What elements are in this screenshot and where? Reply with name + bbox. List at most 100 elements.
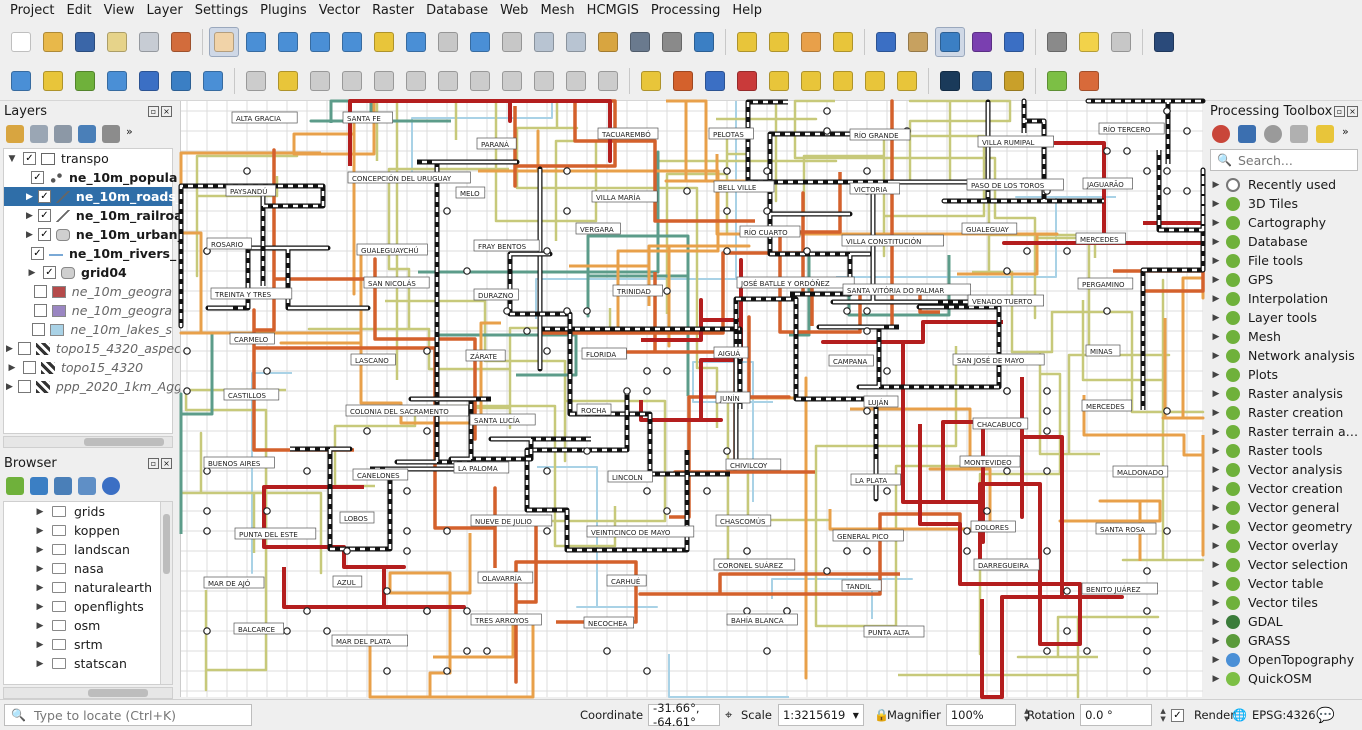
mouse-coordinate-toggle-icon[interactable]: ⌖ xyxy=(725,707,733,723)
processing-search-input[interactable]: 🔍 Search... xyxy=(1210,149,1358,171)
menu-vector[interactable]: Vector xyxy=(318,3,361,18)
processing-provider-item[interactable]: ▶File tools xyxy=(1210,251,1362,270)
browser-folder-item[interactable]: ▶openflights xyxy=(4,597,172,616)
paste-button[interactable] xyxy=(529,66,559,96)
expand-closed-icon[interactable]: ▶ xyxy=(36,601,44,612)
menu-help[interactable]: Help xyxy=(732,3,762,18)
expand-closed-icon[interactable]: ▶ xyxy=(28,267,36,278)
undo-button[interactable] xyxy=(561,66,591,96)
zoom-out-button[interactable] xyxy=(305,27,335,57)
expand-closed-icon[interactable]: ▶ xyxy=(6,381,13,392)
digitize-line-button[interactable] xyxy=(337,66,367,96)
delete-selected-button[interactable] xyxy=(433,66,463,96)
expand-closed-icon[interactable]: ▶ xyxy=(1212,654,1220,665)
expand-closed-icon[interactable]: ▶ xyxy=(1212,293,1220,304)
expand-closed-icon[interactable]: ▶ xyxy=(1212,616,1220,627)
menu-processing[interactable]: Processing xyxy=(650,3,721,18)
locator-input[interactable]: 🔍 Type to locate (Ctrl+K) xyxy=(4,704,252,726)
open-project-button[interactable] xyxy=(38,27,68,57)
layer-visibility-checkbox[interactable] xyxy=(23,361,36,374)
temporal-clock-button[interactable] xyxy=(657,27,687,57)
attribute-table-button[interactable] xyxy=(903,27,933,57)
decorations-button[interactable] xyxy=(1106,27,1136,57)
processing-provider-item[interactable]: ▶Network analysis xyxy=(1210,346,1362,365)
close-panel-button[interactable]: × xyxy=(161,105,172,117)
expand-closed-icon[interactable]: ▶ xyxy=(1212,407,1220,418)
expand-closed-icon[interactable]: ▶ xyxy=(36,639,44,650)
expand-closed-icon[interactable]: ▶ xyxy=(1212,445,1220,456)
map-tips-button[interactable] xyxy=(1074,27,1104,57)
layer-visibility-checkbox[interactable]: ✓ xyxy=(43,266,56,279)
float-panel-button[interactable]: ▫ xyxy=(148,105,159,117)
collapse-all-icon[interactable] xyxy=(78,477,96,495)
more-chevron-icon[interactable]: » xyxy=(126,125,133,138)
info-icon[interactable] xyxy=(102,477,120,495)
expand-closed-icon[interactable]: ▶ xyxy=(1212,578,1220,589)
expand-closed-icon[interactable]: ▶ xyxy=(1212,521,1220,532)
menu-layer[interactable]: Layer xyxy=(146,3,183,18)
layer-item[interactable]: ▶✓grid04 xyxy=(4,263,172,282)
processing-provider-item[interactable]: ▶Recently used xyxy=(1210,175,1362,194)
quickosm-plugin-button[interactable] xyxy=(1042,66,1072,96)
expand-closed-icon[interactable]: ▶ xyxy=(1212,236,1220,247)
toggle-editing-pencil-button[interactable] xyxy=(273,66,303,96)
expand-closed-icon[interactable]: ▶ xyxy=(26,191,33,202)
digitize-button[interactable] xyxy=(102,66,132,96)
layer-visibility-checkbox[interactable] xyxy=(33,285,47,298)
edit-features-icon[interactable] xyxy=(1316,125,1334,143)
expand-closed-icon[interactable]: ▶ xyxy=(1212,388,1220,399)
expand-closed-icon[interactable]: ▶ xyxy=(1212,217,1220,228)
style-manager-button[interactable] xyxy=(166,27,196,57)
expand-closed-icon[interactable]: ▶ xyxy=(1212,540,1220,551)
deselect-button[interactable] xyxy=(796,27,826,57)
visibility-eye-icon[interactable] xyxy=(54,125,72,143)
expand-closed-icon[interactable]: ▶ xyxy=(1212,483,1220,494)
style-layer-icon[interactable] xyxy=(6,125,24,143)
browser-folder-item[interactable]: ▶grids xyxy=(4,502,172,521)
menu-edit[interactable]: Edit xyxy=(66,3,92,18)
lock-scale-icon[interactable]: 🔒 xyxy=(873,708,889,722)
cycle-plugin-button[interactable] xyxy=(935,66,965,96)
save-edits-button[interactable] xyxy=(305,66,335,96)
expand-closed-icon[interactable]: ▶ xyxy=(6,343,13,354)
browser-hscrollbar[interactable] xyxy=(3,687,173,699)
layer-item[interactable]: ne_10m_geogra xyxy=(4,282,172,301)
layer-diagram-button[interactable] xyxy=(668,66,698,96)
processing-provider-item[interactable]: ▶Vector overlay xyxy=(1210,536,1362,555)
rotation-spinner[interactable]: ▲▼ xyxy=(1160,707,1166,723)
new-line-layer-button[interactable] xyxy=(70,66,100,96)
menu-project[interactable]: Project xyxy=(10,3,55,18)
menu-plugins[interactable]: Plugins xyxy=(260,3,307,18)
add-vector-layer-button[interactable] xyxy=(6,66,36,96)
magnifier-field[interactable]: 100% xyxy=(945,704,1016,726)
expand-closed-icon[interactable]: ▶ xyxy=(1212,673,1220,684)
processing-provider-item[interactable]: ▶Raster tools xyxy=(1210,441,1362,460)
expand-closed-icon[interactable]: ▶ xyxy=(1212,559,1220,570)
new-3d-map-button[interactable] xyxy=(561,27,591,57)
new-grid-button[interactable] xyxy=(166,66,196,96)
browser-folder-item[interactable]: ▶naturalearth xyxy=(4,578,172,597)
help-button[interactable] xyxy=(1149,27,1179,57)
browser-folder-item[interactable]: ▶osm xyxy=(4,616,172,635)
expand-closed-icon[interactable]: ▶ xyxy=(1212,597,1220,608)
statistics-sigma-button[interactable] xyxy=(967,27,997,57)
layer-visibility-checkbox[interactable]: ✓ xyxy=(37,209,51,222)
render-checkbox[interactable]: ✓ xyxy=(1171,708,1184,722)
pan-to-selection-button[interactable] xyxy=(241,27,271,57)
layer-item[interactable]: ne_10m_geogra xyxy=(4,301,172,320)
layer-visibility-checkbox[interactable] xyxy=(17,342,31,355)
expand-closed-icon[interactable]: ▶ xyxy=(36,658,44,669)
new-map-view-button[interactable] xyxy=(529,27,559,57)
change-label-button[interactable] xyxy=(860,66,890,96)
magnifier-spinner[interactable]: ▲▼ xyxy=(1024,707,1030,723)
crs-widget[interactable]: 🌐 EPSG:4326 xyxy=(1232,700,1316,730)
redo-button[interactable] xyxy=(593,66,623,96)
processing-provider-item[interactable]: ▶GDAL xyxy=(1210,612,1362,631)
virtual-layer-button[interactable] xyxy=(198,66,228,96)
copy-button[interactable] xyxy=(497,66,527,96)
processing-provider-item[interactable]: ▶Database xyxy=(1210,232,1362,251)
zoom-in-button[interactable] xyxy=(273,27,303,57)
processing-provider-item[interactable]: ▶Raster terrain a… xyxy=(1210,422,1362,441)
qgis2web-plugin-button[interactable] xyxy=(1074,66,1104,96)
new-print-layout-button[interactable] xyxy=(102,27,132,57)
